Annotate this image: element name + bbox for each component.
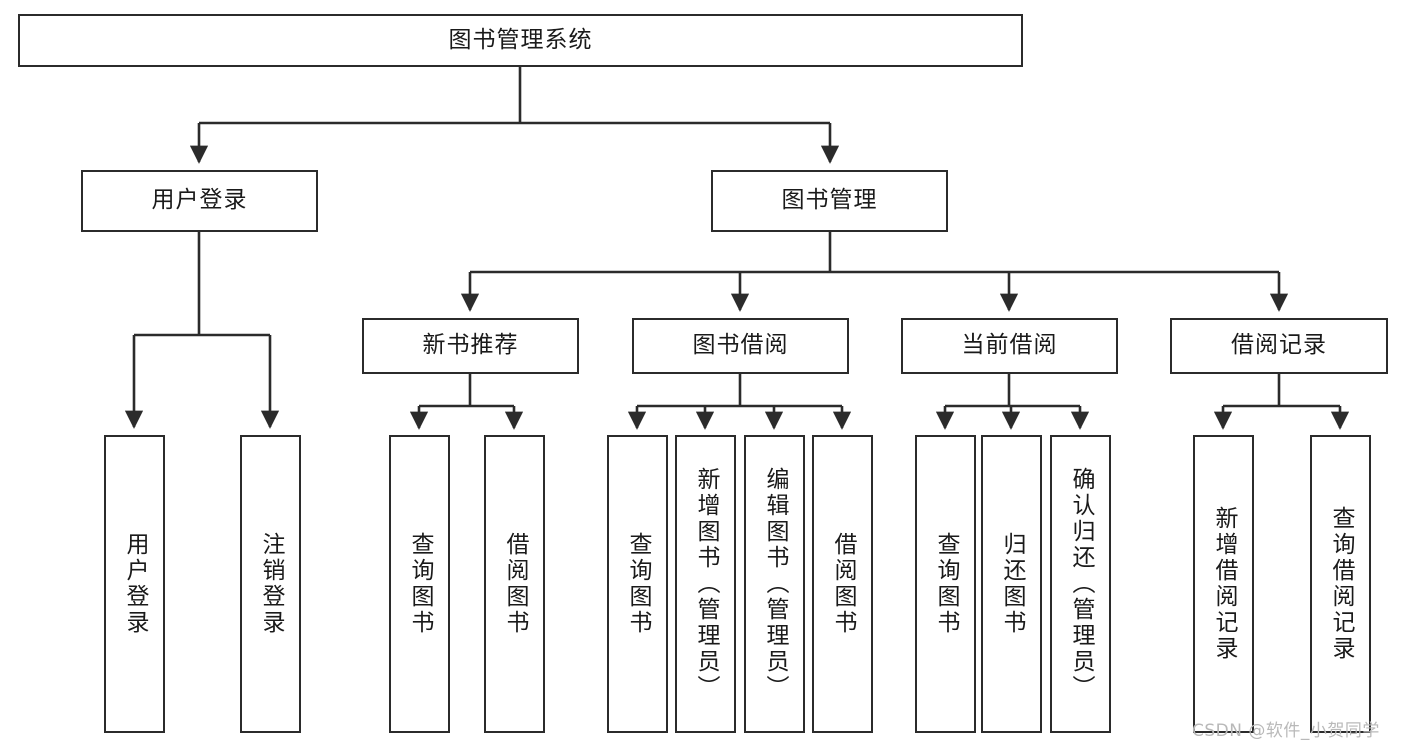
node-leaf_query_book_1[interactable]: 查询图书 [389, 435, 450, 733]
node-leaf_query_book_2-label: 查询图书 [625, 532, 652, 636]
node-leaf_query_book_2[interactable]: 查询图书 [607, 435, 668, 733]
node-root-label: 图书管理系统 [448, 26, 593, 53]
node-leaf_query_record-label: 查询借阅记录 [1328, 506, 1355, 662]
node-leaf_logout-label: 注销登录 [258, 532, 285, 636]
node-book_borrow[interactable]: 图书借阅 [632, 318, 849, 374]
node-new_book_rec-label: 新书推荐 [422, 332, 519, 359]
node-leaf_query_book_3-label: 查询图书 [933, 532, 960, 636]
node-current_borrow-label: 当前借阅 [961, 332, 1058, 359]
node-leaf_return_book[interactable]: 归还图书 [981, 435, 1042, 733]
node-book_borrow-label: 图书借阅 [692, 332, 789, 359]
node-leaf_borrow_book_1-label: 借阅图书 [502, 532, 529, 636]
node-leaf_add_book-label: 新增图书（管理员） [693, 467, 720, 701]
node-leaf_confirm_return[interactable]: 确认归还（管理员） [1050, 435, 1111, 733]
node-leaf_edit_book-label: 编辑图书（管理员） [762, 467, 789, 701]
node-leaf_confirm_return-label: 确认归还（管理员） [1068, 467, 1095, 701]
node-leaf_add_record[interactable]: 新增借阅记录 [1193, 435, 1254, 733]
node-current_borrow[interactable]: 当前借阅 [901, 318, 1118, 374]
watermark: CSDN @软件_小贺同学 [1192, 721, 1380, 741]
node-leaf_query_book_1-label: 查询图书 [407, 532, 434, 636]
node-leaf_query_book_3[interactable]: 查询图书 [915, 435, 976, 733]
node-user_login-label: 用户登录 [151, 187, 248, 214]
node-leaf_query_record[interactable]: 查询借阅记录 [1310, 435, 1371, 733]
node-new_book_rec[interactable]: 新书推荐 [362, 318, 579, 374]
node-user_login[interactable]: 用户登录 [81, 170, 318, 232]
node-book_mgmt-label: 图书管理 [781, 187, 878, 214]
node-leaf_add_book[interactable]: 新增图书（管理员） [675, 435, 736, 733]
node-root[interactable]: 图书管理系统 [18, 14, 1023, 67]
node-leaf_logout[interactable]: 注销登录 [240, 435, 301, 733]
node-leaf_borrow_book_2[interactable]: 借阅图书 [812, 435, 873, 733]
node-leaf_return_book-label: 归还图书 [999, 532, 1026, 636]
node-leaf_user_login[interactable]: 用户登录 [104, 435, 165, 733]
node-leaf_add_record-label: 新增借阅记录 [1211, 506, 1238, 662]
node-book_mgmt[interactable]: 图书管理 [711, 170, 948, 232]
node-leaf_borrow_book_2-label: 借阅图书 [830, 532, 857, 636]
node-leaf_user_login-label: 用户登录 [122, 532, 149, 636]
node-borrow_record[interactable]: 借阅记录 [1170, 318, 1388, 374]
node-borrow_record-label: 借阅记录 [1231, 332, 1327, 359]
node-leaf_edit_book[interactable]: 编辑图书（管理员） [744, 435, 805, 733]
node-leaf_borrow_book_1[interactable]: 借阅图书 [484, 435, 545, 733]
